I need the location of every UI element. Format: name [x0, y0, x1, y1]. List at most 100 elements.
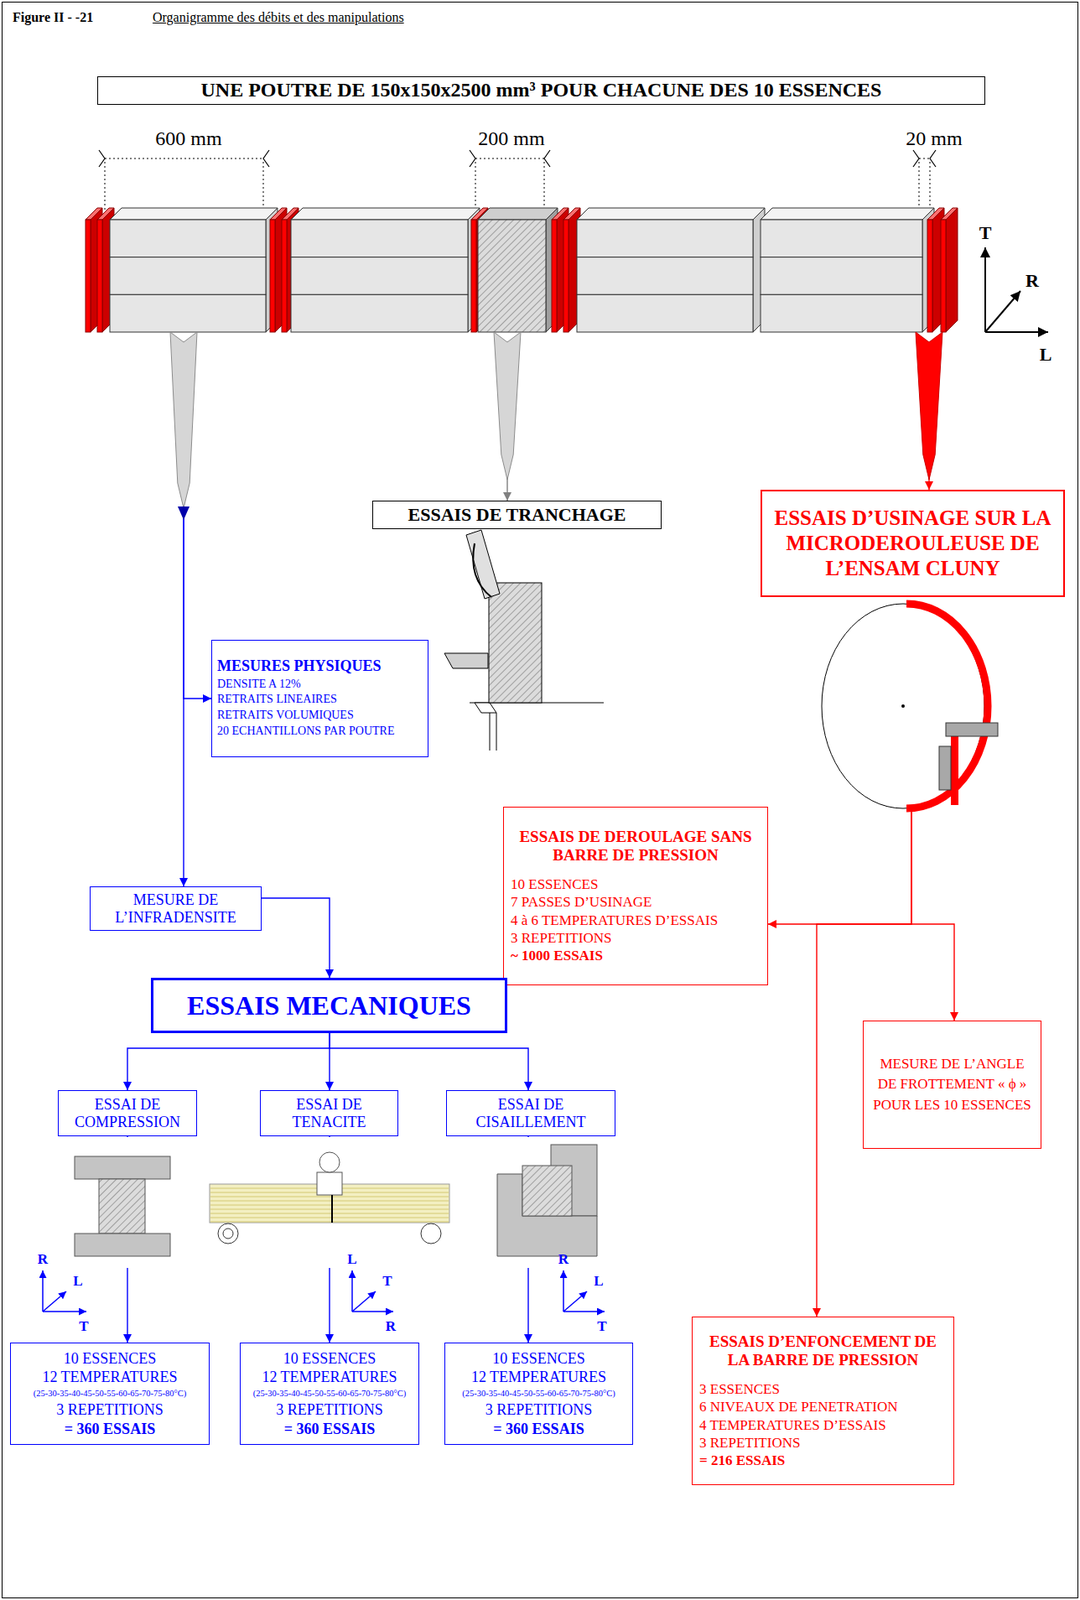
box-heading: ESSAIS DE TRANCHAGE: [379, 503, 655, 525]
box-text: 4 TEMPERATURES D’ESSAIS: [699, 1416, 947, 1434]
axis-label: L: [1039, 344, 1053, 365]
box-text: 3 REPETITIONS: [699, 1433, 947, 1452]
dimension-line: [475, 158, 545, 160]
cover: [6, 103, 1074, 334]
group-box: ESSAIS MECANIQUES: [150, 977, 508, 1034]
flow-arrow-tip: [177, 506, 190, 520]
dimension-label: 200 mm: [477, 127, 545, 150]
knife-holder: [945, 722, 998, 737]
box-heading: MESURE DE L’INFRADENSITE: [95, 891, 256, 926]
dimension-label: 20 mm: [905, 127, 962, 150]
axis-arrow: [984, 247, 987, 333]
box-heading: ESSAI DE COMPRESSION: [63, 1095, 192, 1131]
red-slice-side: [275, 207, 287, 333]
support-roller: [223, 1228, 234, 1239]
machine-part: [474, 702, 497, 713]
box-text: = 360 ESSAIS: [245, 1419, 414, 1439]
axis-arrow: [562, 1270, 565, 1312]
measure-box: MESURES PHYSIQUESDENSITE A 12%RETRAITS L…: [211, 639, 429, 758]
axis-label: T: [382, 1273, 392, 1290]
wood-block-face: [109, 257, 266, 296]
red-slice-face: [551, 219, 557, 333]
box-text: 7 PASSES D’USINAGE: [510, 893, 761, 911]
dimension-mark: [98, 150, 105, 167]
measure-box: MESURE DE L’ANGLE DE FROTTEMENT « ϕ » PO…: [862, 1020, 1042, 1149]
connector: [127, 1033, 330, 1091]
box-heading: MESURES PHYSIQUES: [217, 657, 423, 675]
pressure-bar: [939, 746, 951, 790]
wood-block-face: [109, 294, 266, 333]
pressure-bar: [444, 653, 489, 669]
flow-arrow: [493, 332, 521, 480]
connector: [261, 898, 330, 978]
test-box: ESSAI DE CISAILLEMENT: [446, 1090, 616, 1137]
red-slice-face: [563, 219, 569, 333]
result-box: 10 ESSENCES12 TEMPERATURES(25-30-35-40-4…: [444, 1342, 634, 1445]
connector: [329, 1033, 529, 1091]
wood-block-face: [109, 219, 266, 258]
grain-line: [210, 1204, 449, 1206]
grain-line: [210, 1196, 449, 1198]
grain-line: [210, 1200, 449, 1202]
slicing-knife: [466, 529, 500, 599]
dimension-line: [263, 161, 265, 214]
wood-block-face: [760, 219, 923, 258]
box-text: RETRAITS VOLUMIQUES: [217, 707, 423, 724]
axis-arrow: [42, 1310, 87, 1313]
axis-label: L: [72, 1273, 83, 1290]
load-roller: [319, 1152, 340, 1173]
red-slice-face: [281, 219, 287, 333]
slicing-block-top: [477, 207, 558, 220]
axis-label: L: [593, 1273, 603, 1290]
veneer-strip: [950, 736, 959, 805]
flow-arrow: [170, 332, 198, 509]
support-roller: [420, 1223, 442, 1244]
box-text: RETRAITS LINEAIRES: [217, 691, 423, 708]
box-heading: ESSAIS D’USINAGE SUR LA MICRODEROULEUSE …: [768, 505, 1057, 582]
axis-label: L: [347, 1251, 357, 1268]
wood-block-face: [760, 257, 923, 296]
dimension-line: [475, 161, 477, 214]
box-heading: ESSAIS DE DEROULAGE SANS BARRE DE PRESSI…: [510, 827, 761, 867]
axis-arrow: [985, 331, 1049, 333]
figure-number: Figure II - -21: [12, 10, 94, 26]
box-text: 12 TEMPERATURES: [15, 1367, 204, 1387]
red-slice-face: [940, 219, 946, 333]
dimension-line: [929, 161, 931, 214]
test-box: ESSAI DE COMPRESSION: [57, 1090, 198, 1137]
specimen: [522, 1165, 572, 1216]
disk-axis: [901, 704, 905, 708]
wood-block-side: [922, 207, 935, 333]
flow-arrow: [915, 332, 943, 480]
red-slice-face: [97, 219, 103, 333]
box-text: ~ 1000 ESSAIS: [510, 946, 761, 965]
slicing-block-face: [477, 219, 546, 333]
axis-arrow: [41, 1270, 44, 1312]
dimension-mark: [469, 150, 476, 167]
wood-block-face: [290, 219, 468, 258]
veneer-strip: [906, 603, 988, 809]
test-box: ESSAIS D’ENFONCEMENT DE LA BARRE DE PRES…: [691, 1316, 955, 1485]
box-heading: 10 ESSENCES: [15, 1349, 204, 1369]
wood-block-face: [290, 294, 468, 333]
dimension-mark: [913, 150, 920, 167]
box-text: 4 à 6 TEMPERATURES D’ESSAIS: [510, 911, 761, 930]
process-box: ESSAIS D’USINAGE SUR LA MICRODEROULEUSE …: [760, 489, 1065, 598]
process-box: ESSAIS DE TRANCHAGE: [372, 500, 662, 530]
dimension-label: 600 mm: [155, 127, 222, 150]
box-text: 20 ECHANTILLONS PAR POUTRE: [217, 723, 423, 740]
box-text: 12 TEMPERATURES: [450, 1367, 628, 1387]
wood-block-face: [576, 257, 753, 296]
veneer-chip: [472, 543, 492, 598]
dimension-line: [919, 158, 930, 160]
box-heading: MESURE DE L’ANGLE DE FROTTEMENT « ϕ » PO…: [872, 1054, 1033, 1117]
figure-title: Organigramme des débits et des manipulat…: [152, 10, 405, 26]
wood-block-top: [576, 207, 765, 220]
dimension-line: [104, 161, 106, 214]
axis-arrow: [563, 1291, 587, 1312]
axis-arrow: [352, 1310, 394, 1313]
red-slice-face: [85, 219, 91, 333]
test-box: ESSAI DE TENACITE: [259, 1090, 399, 1137]
load-block: [316, 1172, 343, 1195]
axis-arrow: [563, 1310, 605, 1313]
